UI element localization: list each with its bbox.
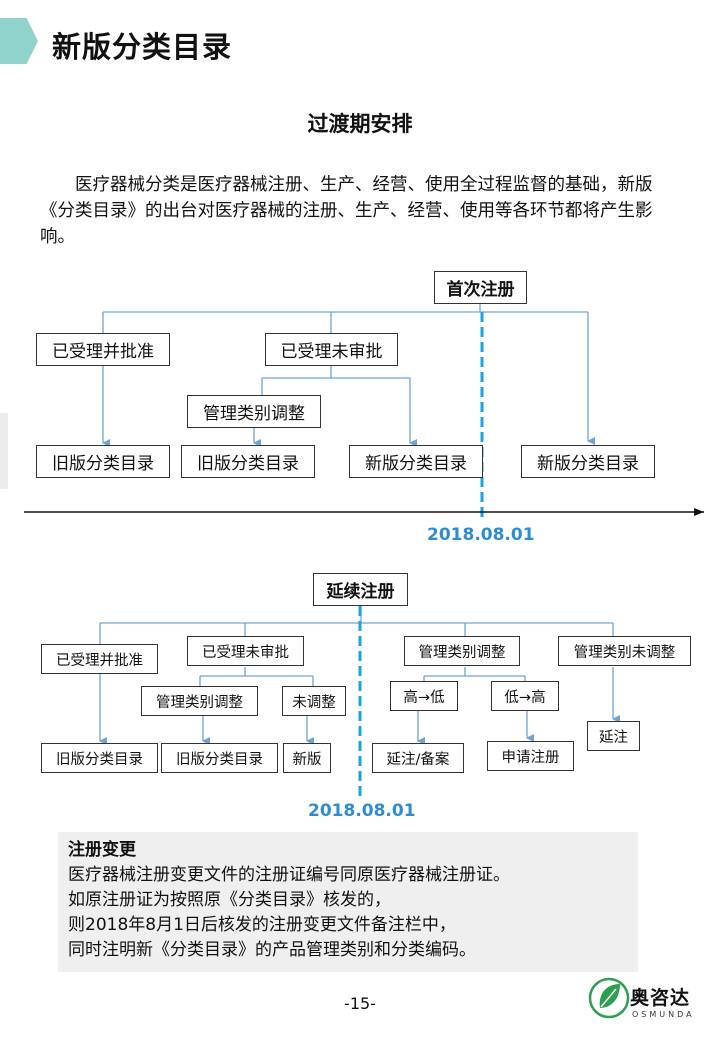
first-accepted-pending: 已受理未审批 — [265, 333, 398, 366]
first-old-catalog-1: 旧版分类目录 — [36, 445, 170, 478]
brand-name-en: OSMUNDA — [632, 1010, 695, 1019]
left-edge-bar — [0, 413, 8, 489]
renew-not-adjusted: 未调整 — [282, 686, 346, 716]
renew-accepted-approved: 已受理并批准 — [41, 644, 158, 674]
note-line-1: 医疗器械注册变更文件的注册证编号同原医疗器械注册证。 — [68, 865, 510, 885]
first-new-catalog-1: 新版分类目录 — [349, 445, 483, 478]
first-date-label: 2018.08.01 — [427, 525, 535, 545]
renew-accepted-pending: 已受理未审批 — [187, 636, 304, 666]
note-title: 注册变更 — [68, 840, 136, 860]
note-background — [58, 832, 638, 972]
renewal-title: 延续注册 — [313, 573, 408, 606]
renew-extension: 延注 — [587, 721, 640, 751]
first-registration-title: 首次注册 — [434, 271, 527, 304]
renew-old-catalog-2: 旧版分类目录 — [161, 743, 278, 773]
first-new-catalog-2: 新版分类目录 — [521, 445, 655, 478]
renew-old-catalog-1: 旧版分类目录 — [41, 743, 158, 773]
note-line-3: 则2018年8月1日后核发的注册变更文件备注栏中， — [68, 915, 456, 935]
renew-new-short: 新版 — [283, 743, 331, 773]
renew-apply-registration: 申请注册 — [487, 741, 574, 771]
brand-name: 奥咨达 — [630, 987, 691, 1009]
renew-high-to-low: 高→低 — [390, 681, 458, 711]
renew-class-not-adjust: 管理类别未调整 — [558, 636, 691, 666]
page-number: -15- — [344, 994, 376, 1013]
renew-date-label: 2018.08.01 — [308, 801, 416, 821]
page-title: 新版分类目录 — [52, 30, 233, 64]
renew-record: 延注/备案 — [372, 743, 464, 773]
note-line-4: 同时注明新《分类目录》的产品管理类别和分类编码。 — [68, 940, 476, 960]
renew-class-adjust-a: 管理类别调整 — [141, 686, 258, 716]
first-accepted-approved: 已受理并批准 — [36, 333, 170, 366]
renew-low-to-high: 低→高 — [491, 681, 559, 711]
intro-paragraph: 医疗器械分类是医疗器械注册、生产、经营、使用全过程监督的基础，新版《分类目录》的… — [40, 175, 653, 247]
renew-class-adjust-b: 管理类别调整 — [404, 636, 520, 666]
first-class-adjust: 管理类别调整 — [187, 395, 321, 428]
first-old-catalog-2: 旧版分类目录 — [181, 445, 315, 478]
registration-change-note: 注册变更 医疗器械注册变更文件的注册证编号同原医疗器械注册证。 如原注册证为按照… — [68, 838, 510, 963]
section-title: 过渡期安排 — [307, 112, 413, 136]
note-line-2: 如原注册证为按照原《分类目录》核发的， — [68, 890, 391, 910]
